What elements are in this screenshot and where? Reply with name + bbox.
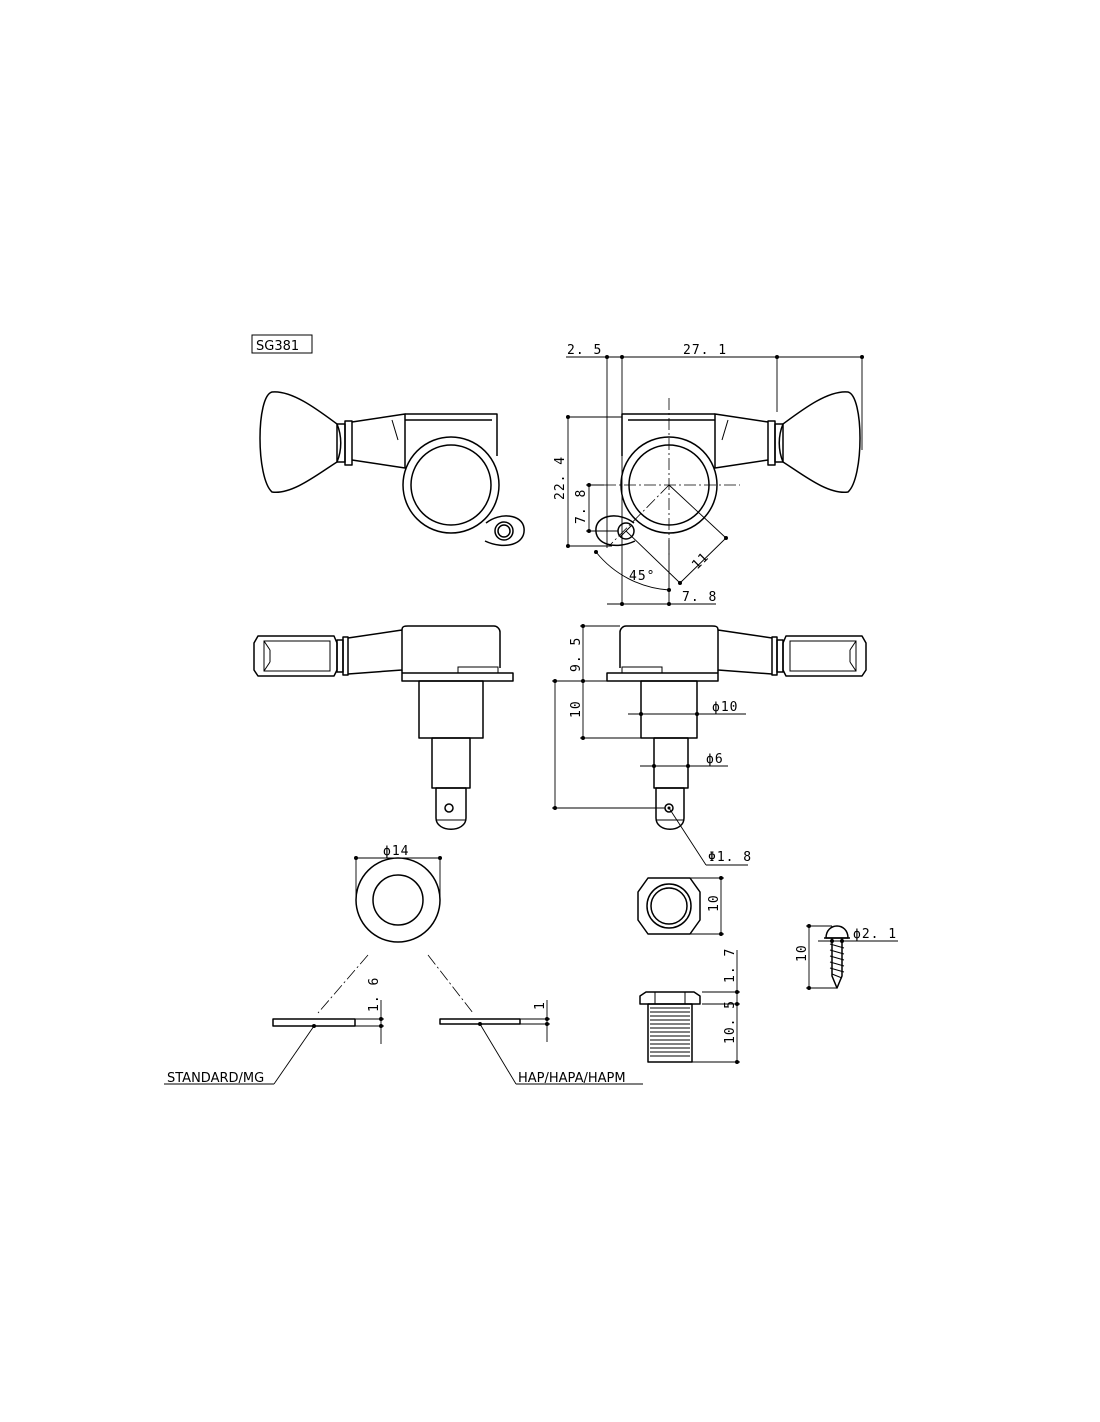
tuner-front-view-right [595,391,861,555]
washer-group: ϕ14 1. 6 STANDARD/MG 1 HAP/HAPA/HAPM [164,844,643,1086]
dim-phi14: ϕ14 [383,844,409,859]
tuner-side-view-right [606,625,867,830]
dim-phi1-8: Φ1. 8 [708,850,752,865]
model-label: SG381 [256,339,299,354]
dims-middle-right: 9. 5 10 ϕ10 ϕ6 Φ1. 8 [552,624,752,866]
dim-1: 1 [533,1001,548,1010]
dim-2-5: 2. 5 [567,343,602,358]
model-tag: SG381 [251,334,313,354]
dim-phi10: ϕ10 [712,700,738,715]
dim-9-5: 9. 5 [569,637,584,672]
dim-10-vertical: 10 [569,700,584,718]
dim-phi6: ϕ6 [706,752,724,767]
screw-group: 10 ϕ2. 1 [795,924,898,990]
tuner-front-view-left [259,391,525,547]
dim-1-6: 1. 6 [367,977,382,1012]
dim-screw-10: 10 [795,944,810,962]
dim-10-5: 10. 5 [723,1000,738,1044]
dims-top-right: 2. 5 27. 1 22. 4 7. 8 11 45° 7. 8 [553,343,864,606]
label-standard-mg: STANDARD/MG [167,1071,264,1086]
dim-45-degree: 45° [629,569,655,584]
hex-nut-group: 10 1. 7 10. 5 [637,876,740,1064]
dim-7-8-vertical: 7. 8 [574,489,589,524]
dim-27-1: 27. 1 [683,343,727,358]
dim-11: 11 [689,550,712,573]
dim-7-8-horizontal: 7. 8 [682,590,717,605]
dim-phi2-1: ϕ2. 1 [853,927,897,942]
dim-1-7: 1. 7 [723,948,738,983]
label-hap-hapa-hapm: HAP/HAPA/HAPM [518,1071,626,1086]
dim-nut-10: 10 [707,894,722,912]
dim-22-4: 22. 4 [553,456,568,500]
tuner-side-view-left [253,625,514,830]
